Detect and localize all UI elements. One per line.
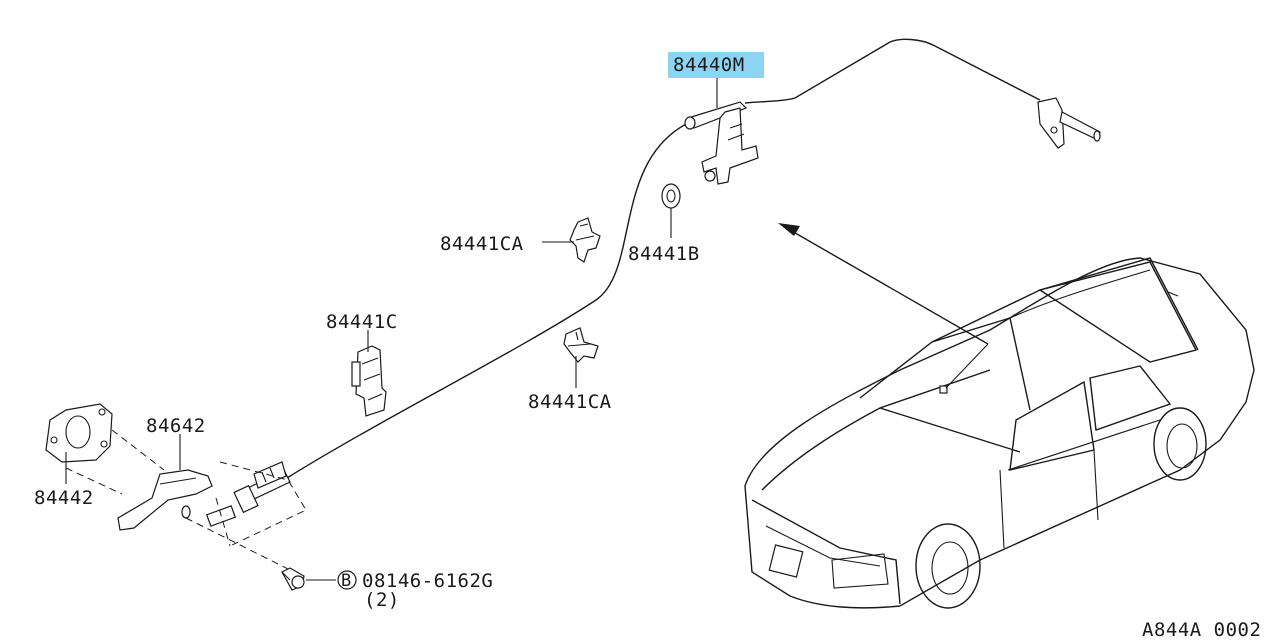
- label-bracket[interactable]: 84442: [34, 487, 94, 509]
- label-clip-upper[interactable]: 84441CA: [440, 233, 524, 255]
- label-clamp[interactable]: 84441C: [326, 311, 398, 333]
- direction-arrow: [778, 223, 989, 345]
- label-lever[interactable]: 84642: [146, 415, 206, 437]
- bolt[interactable]: [281, 567, 305, 591]
- callout-leaders: [65, 78, 718, 581]
- clip-lower[interactable]: [563, 327, 599, 363]
- bracket[interactable]: [45, 403, 113, 463]
- clamp[interactable]: [351, 345, 387, 417]
- label-bolt-qty: (2): [364, 589, 400, 611]
- assembly-guides: [65, 429, 307, 571]
- lever[interactable]: [117, 469, 237, 531]
- label-clip-lower[interactable]: 84441CA: [528, 391, 612, 413]
- release-cable[interactable]: [233, 38, 1101, 514]
- label-grommet[interactable]: 84441B: [628, 243, 700, 265]
- diagram-id: A844A 0002: [1142, 619, 1261, 640]
- vehicle-outline: [744, 257, 1255, 609]
- bolt-symbol-circle: [337, 570, 357, 590]
- label-cable[interactable]: 84440M: [673, 54, 745, 76]
- clip-upper[interactable]: [569, 217, 601, 263]
- highlight-box: [668, 52, 764, 78]
- bolt-symbol: B: [341, 571, 352, 591]
- label-bolt-code[interactable]: 08146-6162G: [362, 570, 493, 592]
- grommet[interactable]: [661, 183, 681, 209]
